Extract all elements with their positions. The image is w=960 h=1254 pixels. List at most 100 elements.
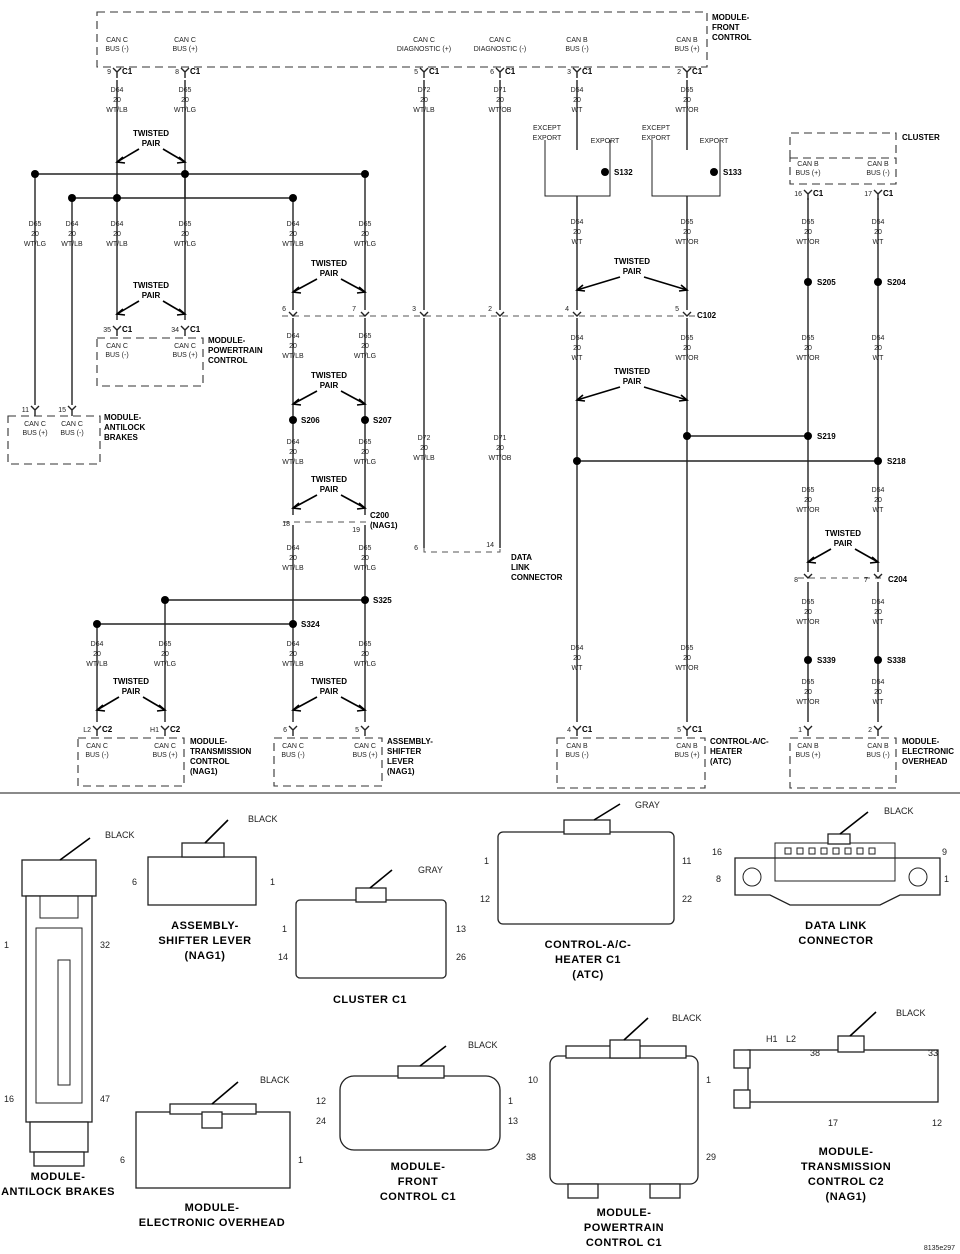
svg-text:16: 16 [4, 1094, 14, 1104]
svg-text:H1: H1 [766, 1034, 778, 1044]
connector-view-dlc: BLACK 16 9 8 1 DATA LINK CONNECTOR [712, 806, 949, 947]
arrowhead [115, 308, 126, 316]
pin-label: BUS (+) [152, 752, 177, 759]
export-label: EXPORT [700, 138, 729, 145]
svg-text:BLACK: BLACK [884, 806, 914, 816]
pin-label: BUS (+) [674, 46, 699, 53]
module-name: POWERTRAIN [208, 346, 263, 355]
wire-label: 20 [68, 231, 76, 238]
wire-label: 20 [289, 555, 297, 562]
wire-label: WT/OB [489, 107, 512, 114]
pin-label: CAN C [282, 743, 304, 750]
splice-dot [161, 596, 169, 604]
wire-label: WT/OR [796, 619, 819, 626]
splice-label: S205 [817, 278, 836, 287]
connector-id: C1 [692, 67, 703, 76]
pin-number: 16 [794, 191, 802, 198]
svg-text:MODULE-: MODULE- [185, 1202, 240, 1214]
twisted-pair-arrow [643, 386, 688, 401]
pin-number: H1 [150, 727, 159, 734]
wire-label: WT/LB [282, 459, 304, 466]
pin-label: BUS (-) [866, 170, 889, 177]
splice-dot [573, 457, 581, 465]
arrowhead [291, 286, 302, 294]
splice-dot [289, 620, 297, 628]
pin-number: 35 [103, 327, 111, 334]
svg-text:1: 1 [484, 856, 489, 866]
svg-text:POWERTRAIN: POWERTRAIN [584, 1222, 664, 1234]
arrowhead [115, 156, 126, 164]
svg-text:(NAG1): (NAG1) [826, 1191, 867, 1203]
wire-label: 20 [361, 555, 369, 562]
module-name: (NAG1) [190, 767, 218, 776]
connector-id: C2 [170, 725, 181, 734]
pin-label: CAN B [867, 743, 889, 750]
arrowhead [176, 308, 187, 316]
pin-number: 19 [352, 527, 360, 534]
wire-label: 20 [683, 229, 691, 236]
wire-label: D64 [111, 87, 124, 94]
svg-text:1: 1 [270, 877, 275, 887]
module-transmission-box [77, 737, 185, 787]
pin-number: 2 [488, 306, 492, 313]
pin-label: BUS (+) [22, 430, 47, 437]
wire-label: 20 [874, 497, 882, 504]
module-name: HEATER [710, 747, 743, 756]
splice-dot [683, 432, 691, 440]
splice-dot [289, 194, 297, 202]
pin-label: BUS (-) [105, 46, 128, 53]
wire-label: WT/LG [354, 661, 376, 668]
cavity [844, 847, 852, 855]
wire-label: D64 [287, 545, 300, 552]
module-front-control: MODULE- FRONT CONTROL [96, 11, 752, 68]
wire-label: WT/LG [354, 459, 376, 466]
pin-label: CAN C [413, 37, 435, 44]
splice-dot [710, 168, 718, 176]
module-name: (NAG1) [387, 767, 415, 776]
svg-text:10: 10 [528, 1075, 538, 1085]
wire-label: 20 [804, 609, 812, 616]
twisted-pair-arrow [340, 278, 366, 293]
twisted-pair-label: PAIR [834, 539, 853, 548]
pin-label: CAN C [354, 743, 376, 750]
pin-label: CAN C [86, 743, 108, 750]
pin-number: 3 [412, 306, 416, 313]
splice-dot [874, 457, 882, 465]
wire-label: D55 [681, 645, 694, 652]
wire-label: 20 [113, 97, 121, 104]
splice-dot [804, 278, 812, 286]
pin-label: BUS (-) [60, 430, 83, 437]
svg-text:L2: L2 [786, 1034, 796, 1044]
wire-label: 20 [804, 689, 812, 696]
wire-label: WT/LB [282, 353, 304, 360]
wire-label: 20 [289, 231, 297, 238]
pin-label: CAN C [24, 421, 46, 428]
pin-label: BUS (+) [674, 752, 699, 759]
pin-label: CAN C [106, 343, 128, 350]
module-name: MODULE- [902, 737, 940, 746]
pin-number: 7 [864, 577, 868, 584]
twisted-pair-label: PAIR [320, 269, 339, 278]
twisted-pair-arrow [292, 494, 318, 509]
connector-id: C1 [429, 67, 440, 76]
wire-label: D72 [418, 435, 431, 442]
pin-label: CAN B [676, 743, 698, 750]
connector-view-transmission: BLACK H1 L2 38 33 17 12 MODULE- TRANSMIS… [733, 1008, 942, 1203]
pin-label: BUS (-) [866, 752, 889, 759]
pin-symbol [30, 405, 40, 416]
pin-label: DIAGNOSTIC (+) [397, 46, 451, 53]
cavity [820, 847, 828, 855]
wire-label: D55 [802, 219, 815, 226]
twisted-pair-label: PAIR [320, 485, 339, 494]
twisted-pair-label: PAIR [142, 291, 161, 300]
connector-id: C1 [505, 67, 516, 76]
splice-dot [874, 278, 882, 286]
pin-symbol [288, 725, 298, 736]
c102-connector: C102 [282, 311, 717, 320]
pin-label: BUS (+) [795, 170, 820, 177]
module-name: CONTROL [190, 757, 230, 766]
module-name: CONNECTOR [511, 573, 563, 582]
wire-label: D54 [571, 219, 584, 226]
wire-label: 20 [496, 445, 504, 452]
twisted-pair-arrow [576, 276, 621, 291]
